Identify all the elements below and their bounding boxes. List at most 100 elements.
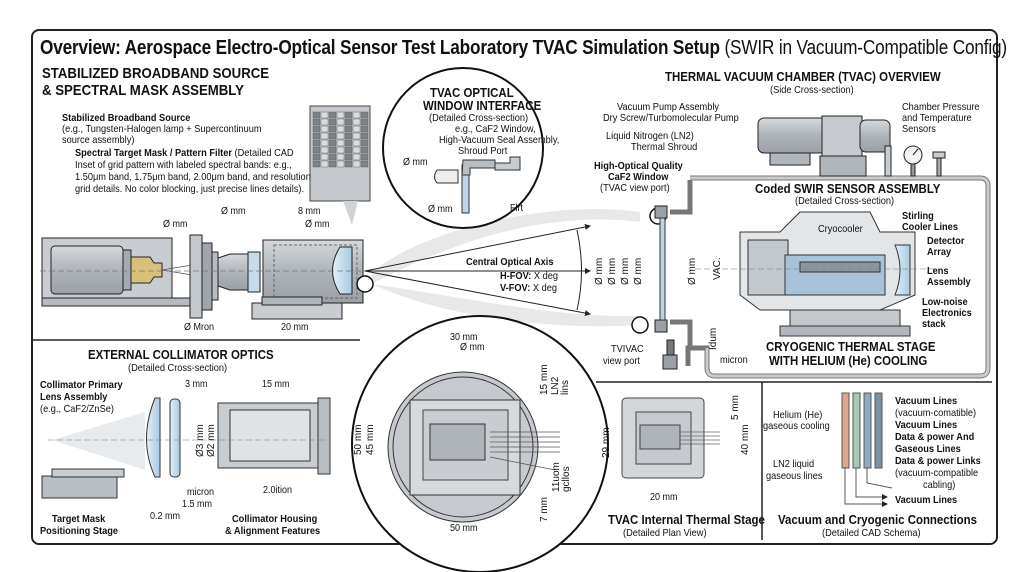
conn-row-4c: cabling) bbox=[923, 479, 956, 491]
window-dim-2: Ø mm bbox=[428, 204, 453, 215]
window-interface-callout-bottom bbox=[631, 316, 649, 334]
sensors-label-2: and Temperature bbox=[902, 112, 972, 124]
chamber-dim: Ø mm bbox=[687, 257, 698, 285]
mask-grid-cell bbox=[312, 118, 321, 126]
projector-callout bbox=[356, 275, 374, 293]
mask-label: Spectral Target Mask / Pattern Filter bbox=[75, 147, 232, 159]
ln2-label-2: Thermal Shroud bbox=[631, 141, 698, 153]
source-label: Stabilized Broadband Source bbox=[62, 112, 191, 124]
conn-row-3: Data & power And bbox=[895, 431, 975, 443]
mask-grid-cell bbox=[344, 125, 353, 133]
mask-grid-cell bbox=[360, 111, 369, 119]
mask-grid-cell bbox=[320, 132, 329, 140]
conn-row-1b: (vacuum-comatible) bbox=[895, 407, 977, 419]
caf2-label-2: CaF2 Window bbox=[608, 171, 669, 183]
spectral-mask-holder bbox=[189, 234, 261, 319]
micron-label: micron bbox=[720, 354, 748, 366]
hfov-value: X deg bbox=[533, 270, 559, 282]
mask-grid-cell bbox=[352, 146, 361, 154]
tv-port-2: view port bbox=[603, 355, 640, 367]
collimator-lens-1: Collimator Primary bbox=[40, 379, 123, 391]
plan-gcllos: gcllos bbox=[561, 466, 572, 492]
title-sub: (SWIR in Vacuum-Compatible Config) bbox=[724, 37, 1007, 59]
mask-desc-3: grid details. No color blocking, just pr… bbox=[75, 183, 305, 195]
stirling-label-1: Stirling bbox=[902, 210, 934, 222]
mask-desc-2: 1.50μm band, 1.75μm band, 2.00μm band, a… bbox=[75, 171, 311, 183]
stage-heading-2: WITH HELIUM (He) COOLING bbox=[769, 353, 928, 368]
mask-grid-cell bbox=[336, 160, 345, 168]
dim-source-2: Ø mm bbox=[221, 206, 246, 217]
funnel-lower bbox=[372, 284, 640, 327]
ln2-lines-1: LN2 liquid bbox=[773, 458, 815, 470]
mask-grid-cell bbox=[352, 139, 361, 147]
title-main: Overview: Aerospace Electro-Optical Sens… bbox=[40, 37, 720, 59]
mask-grid-cell bbox=[344, 146, 353, 154]
electronics-label-1: Low-noise bbox=[922, 296, 968, 308]
sensors-label-1: Chamber Pressure bbox=[902, 101, 980, 113]
dim-source-3: 8 mm bbox=[298, 206, 321, 217]
stirling-label-2: Cooler Lines bbox=[902, 221, 958, 233]
mask-grid-cell bbox=[336, 153, 345, 161]
source-heading-2: & SPECTRAL MASK ASSEMBLY bbox=[42, 82, 244, 99]
source-desc-2: source assembly) bbox=[62, 134, 135, 146]
mask-grid-cell bbox=[312, 111, 321, 119]
conn-row-4: Data & power Links bbox=[895, 455, 981, 467]
mask-grid-cell bbox=[320, 160, 329, 168]
mask-grid-cell bbox=[328, 132, 337, 140]
mask-grid-cell bbox=[344, 139, 353, 147]
collimator-dim-o2: Ø2 mm bbox=[206, 424, 217, 457]
mask-desc-0: (Detailed CAD bbox=[234, 147, 294, 159]
mask-grid-cell bbox=[328, 111, 337, 119]
source-desc-1: (e.g., Tungsten-Halogen lamp + Supercont… bbox=[62, 123, 262, 135]
stage-dim-20: 20 mm bbox=[650, 492, 678, 503]
helium-label-1: Helium (He) bbox=[773, 409, 823, 421]
conn-row-4b: (vacuum-compatible bbox=[895, 467, 979, 479]
vac-label: VAC. bbox=[712, 257, 723, 280]
mask-grid-cell bbox=[312, 125, 321, 133]
thermal-stage-subtitle: (Detailed Plan View) bbox=[623, 527, 707, 539]
mask-grid-cell bbox=[336, 146, 345, 154]
optical-axis-label: Central Optical Axis bbox=[466, 256, 554, 268]
caf2-label-1: High-Optical Quality bbox=[594, 160, 683, 172]
mask-grid-cell bbox=[352, 118, 361, 126]
tvac-chamber bbox=[654, 175, 991, 379]
collimator-drawing bbox=[41, 397, 331, 499]
window-subtitle: (Detailed Cross-section) bbox=[429, 112, 529, 124]
mask-grid-cell bbox=[360, 160, 369, 168]
target-stage-1: Target Mask bbox=[52, 513, 106, 525]
window-interface-drawing bbox=[434, 156, 521, 214]
window-desc-2: High-Vacuum Seal Assembly, bbox=[439, 134, 560, 146]
page-title: Overview: Aerospace Electro-Optical Sens… bbox=[40, 38, 1007, 59]
plan-dim-7: 7 mm bbox=[539, 497, 550, 522]
chamber-sensors bbox=[884, 145, 946, 177]
detector-label-1: Detector bbox=[927, 235, 965, 247]
spectral-grid-inset bbox=[309, 105, 371, 225]
window-dim-d: Ø mm bbox=[633, 257, 644, 285]
mask-grid-cell bbox=[312, 153, 321, 161]
mask-grid-cell bbox=[352, 160, 361, 168]
mask-grid-cell bbox=[328, 118, 337, 126]
stage-dim-5: 5 mm bbox=[730, 395, 741, 420]
mask-grid-cell bbox=[312, 132, 321, 140]
vacuum-pump bbox=[757, 115, 891, 177]
hfov-label: H-FOV: bbox=[500, 270, 532, 282]
pump-label-1: Vacuum Pump Assembly bbox=[617, 101, 720, 113]
sensor-subtitle: (Detailed Cross-section) bbox=[795, 195, 895, 207]
collimator-dim-15mm: 15 mm bbox=[262, 379, 290, 390]
dim-source-1: Ø mm bbox=[163, 219, 188, 230]
window-dim-a: Ø mm bbox=[594, 257, 605, 285]
mask-grid-cell bbox=[352, 132, 361, 140]
vfov-label: V-FOV: bbox=[500, 282, 531, 294]
sensor-heading: Coded SWIR SENSOR ASSEMBLY bbox=[755, 181, 941, 196]
tvac-subtitle: (Side Cross-section) bbox=[770, 84, 854, 96]
mask-grid-cell bbox=[360, 132, 369, 140]
dim-source-5: Ø Mron bbox=[184, 322, 215, 333]
connection-pipes bbox=[841, 392, 893, 507]
connections-heading: Vacuum and Cryogenic Connections bbox=[778, 512, 977, 527]
electronics-label-3: stack bbox=[922, 318, 946, 330]
fov-lines bbox=[364, 224, 591, 317]
mask-grid-cell bbox=[312, 160, 321, 168]
caf2-label-3: (TVAC view port) bbox=[600, 182, 670, 194]
collimator-heading: EXTERNAL COLLIMATOR OPTICS bbox=[88, 347, 274, 362]
